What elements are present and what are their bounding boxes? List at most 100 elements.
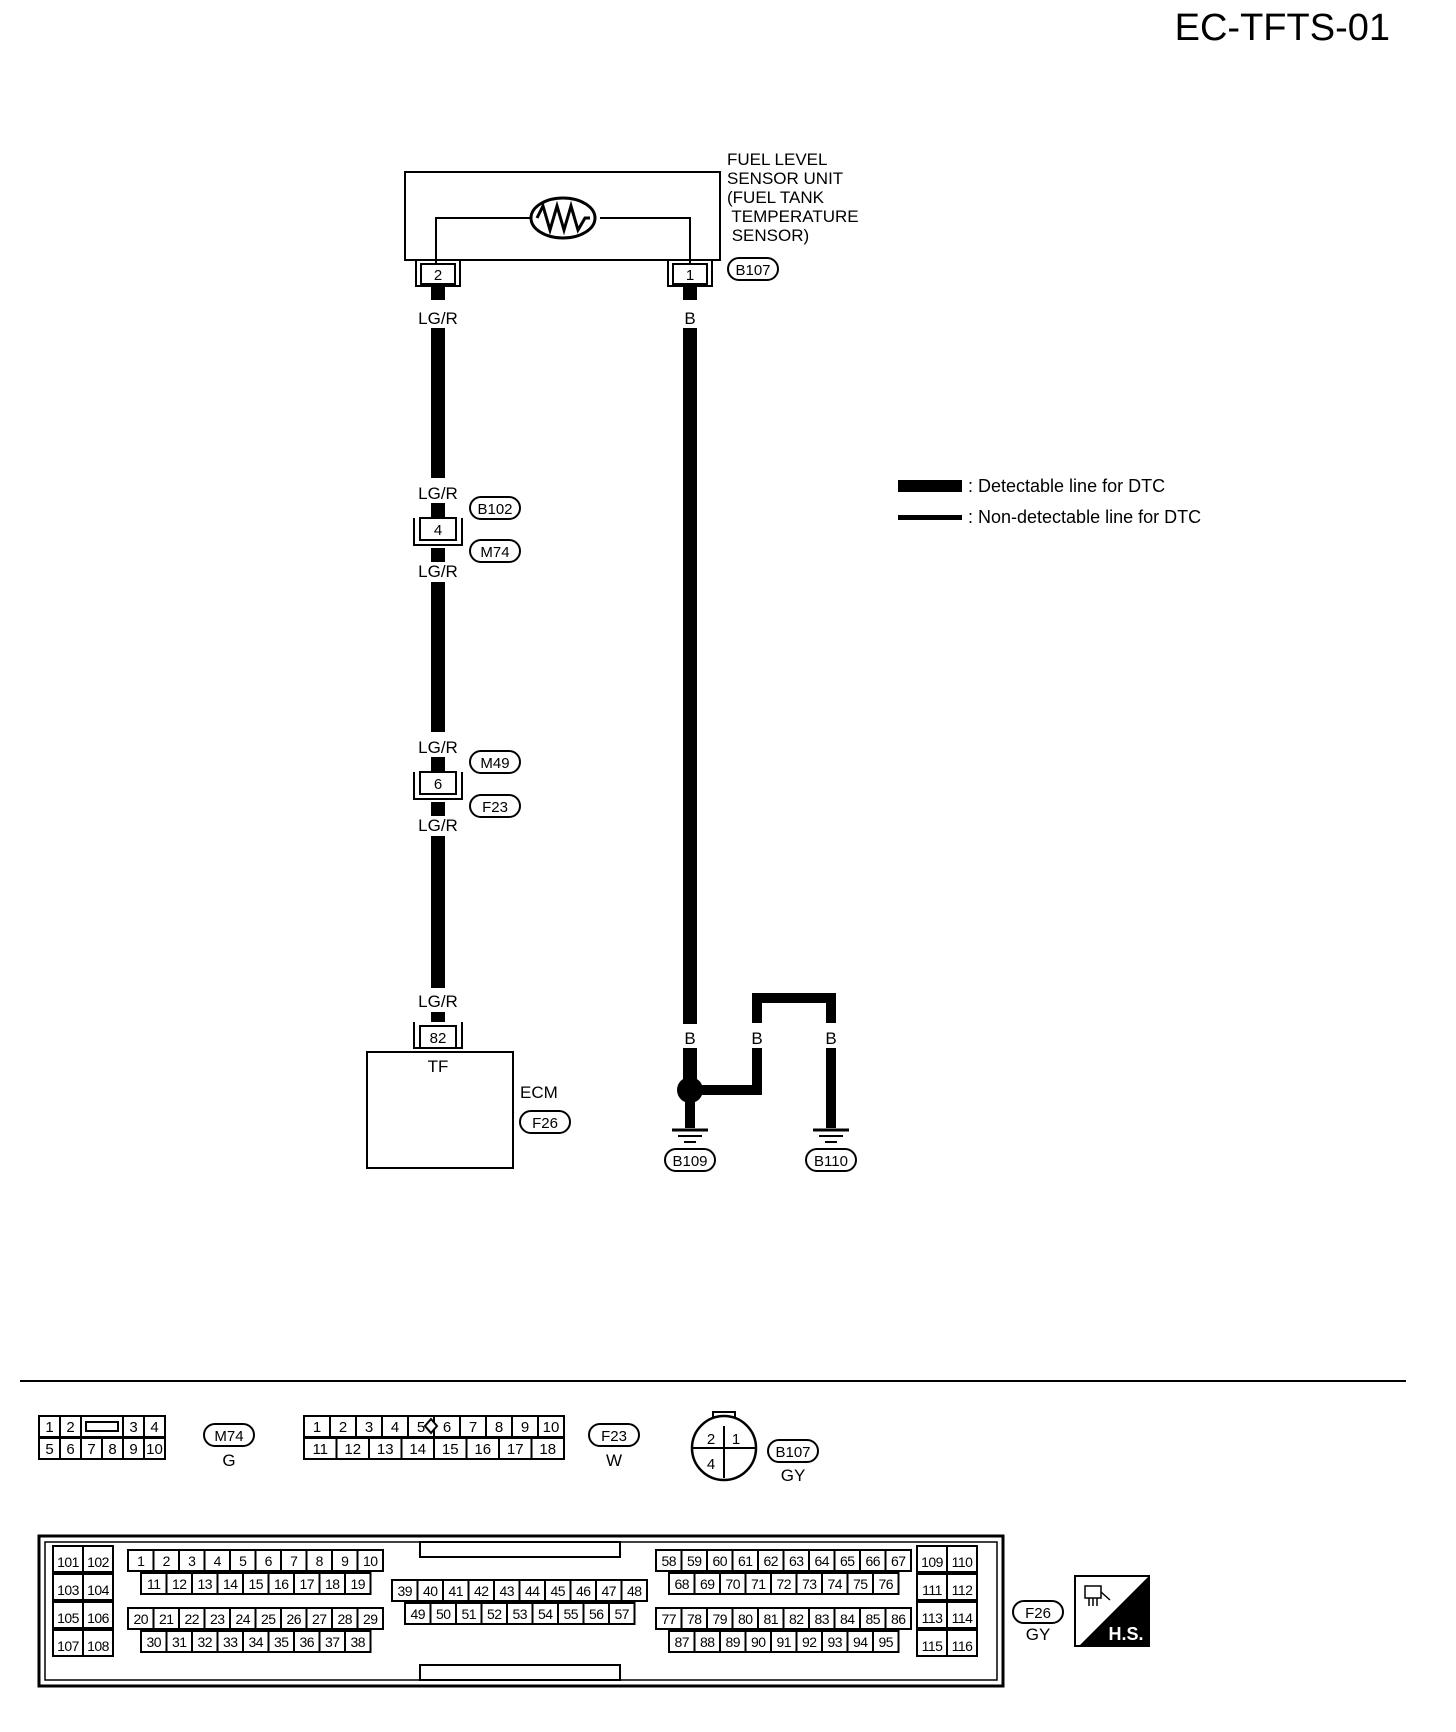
pin-cell: 9 xyxy=(331,1549,359,1572)
pin-cell: 32 xyxy=(191,1630,219,1653)
pin-cell: 2 xyxy=(59,1415,82,1438)
svg-text:56: 56 xyxy=(589,1606,604,1622)
svg-text:38: 38 xyxy=(350,1634,365,1650)
pin-cell: 78 xyxy=(680,1607,708,1630)
wire-segment xyxy=(431,802,445,816)
thermistor-zigzag xyxy=(535,200,590,236)
joint-pin-6: 6 xyxy=(434,776,442,793)
pin-cell: 34 xyxy=(242,1630,270,1653)
page-code: EC-TFTS-01 xyxy=(1175,7,1390,49)
f26-top-key xyxy=(419,1541,621,1558)
wire-color-label: B xyxy=(684,1029,695,1048)
pin-cell: 64 xyxy=(808,1549,836,1572)
pin-cell: 109 xyxy=(916,1545,948,1573)
sensor-label-line-5: SENSOR) xyxy=(727,226,809,245)
svg-text:112: 112 xyxy=(952,1582,974,1598)
pin-cell: 11 xyxy=(303,1437,338,1460)
svg-text:39: 39 xyxy=(397,1583,412,1599)
svg-text:79: 79 xyxy=(712,1611,727,1627)
sensor-housing xyxy=(404,171,721,261)
svg-text:68: 68 xyxy=(674,1576,689,1592)
svg-text:37: 37 xyxy=(325,1634,340,1650)
pin-cell: 21 xyxy=(152,1607,180,1630)
b107-pin-2: 2 xyxy=(707,1431,715,1448)
svg-text:14: 14 xyxy=(409,1441,426,1458)
connector-tag-m74-view: M74 xyxy=(203,1423,255,1447)
wire-segment xyxy=(431,503,445,518)
legend: : Detectable line for DTC : Non-detectab… xyxy=(898,476,1201,527)
svg-text:12: 12 xyxy=(344,1441,361,1458)
svg-text:B107: B107 xyxy=(775,1444,810,1461)
wire-segment xyxy=(752,1048,762,1095)
svg-text:17: 17 xyxy=(507,1441,524,1458)
svg-text:20: 20 xyxy=(133,1611,148,1627)
f26-color: GY xyxy=(1026,1625,1051,1644)
pin-cell: 63 xyxy=(782,1549,810,1572)
sensor-inner-circuit xyxy=(435,217,691,282)
connector-view-b107: 2 1 4 B107 GY xyxy=(690,1411,819,1485)
connector-tag-m49: M49 xyxy=(469,750,521,774)
svg-text:35: 35 xyxy=(274,1634,289,1650)
pin-cell: 75 xyxy=(846,1572,874,1595)
pin-cell: 26 xyxy=(280,1607,308,1630)
pin-cell: 8 xyxy=(305,1549,333,1572)
svg-text:16: 16 xyxy=(274,1576,289,1592)
wire-color-label: LG/R xyxy=(418,562,458,581)
pin-cell: 23 xyxy=(203,1607,231,1630)
f26-bottom-key xyxy=(419,1664,621,1681)
pin-cell: 7 xyxy=(80,1437,103,1460)
pin-cell: 10 xyxy=(143,1437,166,1460)
pin-cell: 4 xyxy=(143,1415,166,1438)
svg-text:106: 106 xyxy=(87,1610,110,1626)
svg-text:90: 90 xyxy=(751,1634,766,1650)
pin-cell: 113 xyxy=(916,1601,948,1629)
sensor-label-line-2: SENSOR UNIT xyxy=(727,169,843,188)
svg-text:47: 47 xyxy=(601,1583,616,1599)
svg-text:75: 75 xyxy=(853,1576,868,1592)
svg-text:3: 3 xyxy=(129,1419,137,1436)
svg-text:29: 29 xyxy=(363,1611,378,1627)
wire-segment xyxy=(683,286,697,300)
sensor-label-line-1: FUEL LEVEL xyxy=(727,150,827,169)
svg-text:F23: F23 xyxy=(482,799,508,816)
svg-text:8: 8 xyxy=(108,1441,116,1458)
wire-segment xyxy=(431,757,445,772)
svg-text:23: 23 xyxy=(210,1611,225,1627)
svg-text:53: 53 xyxy=(512,1606,527,1622)
wire-color-label: B xyxy=(825,1029,836,1048)
pin-cell: 52 xyxy=(480,1602,508,1625)
svg-text:2: 2 xyxy=(163,1553,171,1569)
legend-non-detectable-swatch xyxy=(898,515,962,520)
pin-cell: 18 xyxy=(530,1437,565,1460)
svg-text:101: 101 xyxy=(57,1554,80,1570)
svg-text:116: 116 xyxy=(952,1638,974,1654)
svg-text:104: 104 xyxy=(87,1582,110,1598)
pin-cell: 29 xyxy=(356,1607,384,1630)
sensor-label: FUEL LEVEL SENSOR UNIT (FUEL TANK TEMPER… xyxy=(727,150,859,245)
svg-text:15: 15 xyxy=(248,1576,263,1592)
pin-cell: 103 xyxy=(52,1573,84,1601)
svg-text:43: 43 xyxy=(499,1583,514,1599)
pin-cell: 13 xyxy=(368,1437,403,1460)
pin-cell: 10 xyxy=(356,1549,384,1572)
svg-text:8: 8 xyxy=(495,1419,503,1436)
pin-cell: 33 xyxy=(216,1630,244,1653)
svg-text:1: 1 xyxy=(137,1553,145,1569)
svg-text:55: 55 xyxy=(563,1606,578,1622)
pin-cell: 37 xyxy=(318,1630,346,1653)
pin-cell: 57 xyxy=(608,1602,636,1625)
svg-text:16: 16 xyxy=(474,1441,491,1458)
svg-text:13: 13 xyxy=(377,1441,394,1458)
pin-cell: 69 xyxy=(693,1572,721,1595)
svg-text:60: 60 xyxy=(712,1553,727,1569)
svg-text:34: 34 xyxy=(248,1634,263,1650)
svg-text:7: 7 xyxy=(290,1553,298,1569)
svg-text:48: 48 xyxy=(627,1583,642,1599)
pin-cell: 5 xyxy=(229,1549,257,1572)
svg-text:15: 15 xyxy=(442,1441,459,1458)
connector-tag-b110: B110 xyxy=(805,1148,857,1172)
svg-text:F23: F23 xyxy=(601,1428,627,1445)
svg-text:49: 49 xyxy=(410,1606,425,1622)
pin-cell: 40 xyxy=(416,1579,444,1602)
